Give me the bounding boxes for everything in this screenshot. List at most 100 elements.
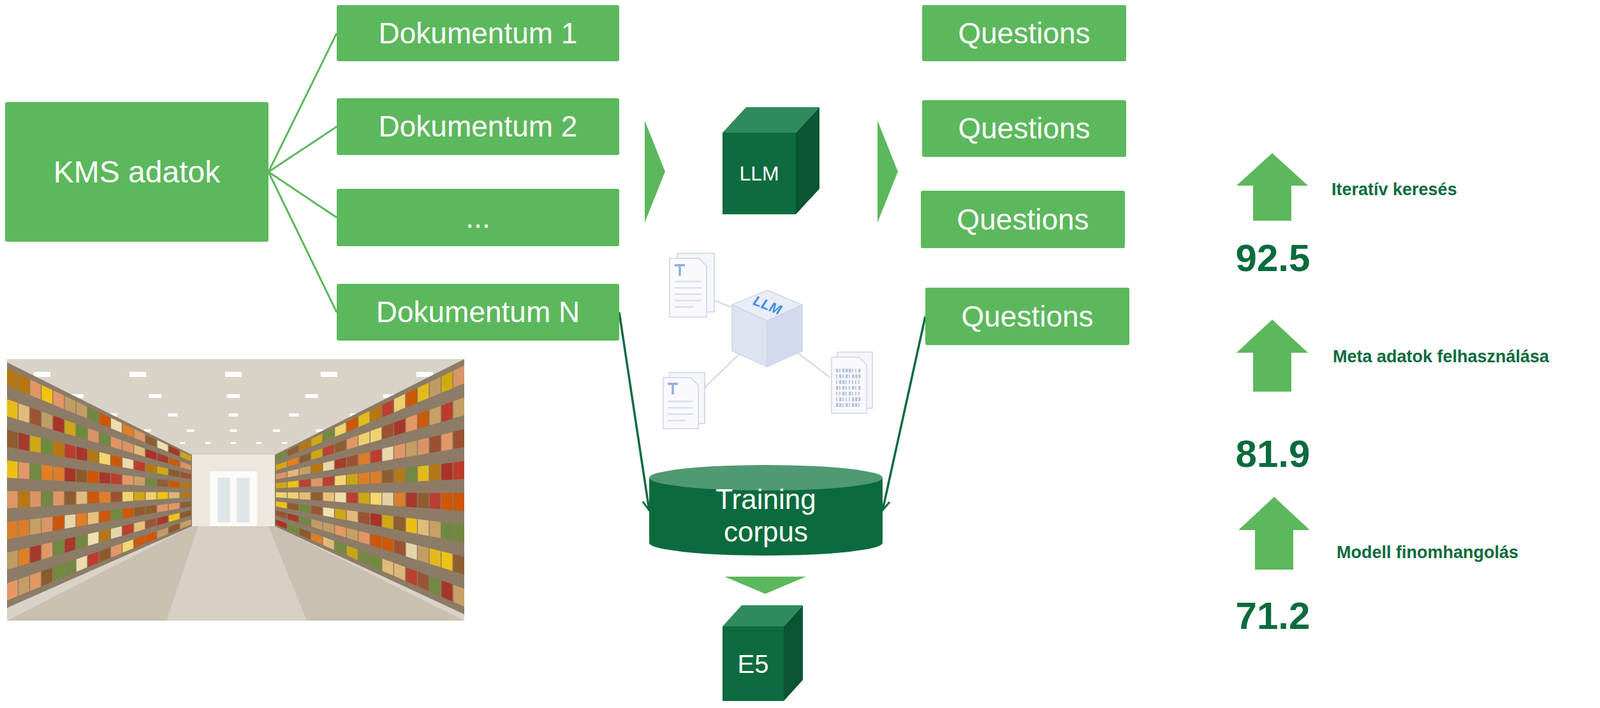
product-shelf bbox=[76, 555, 88, 573]
product-shelf bbox=[287, 502, 299, 511]
product-shelf bbox=[382, 536, 394, 553]
product-shelf bbox=[88, 427, 99, 443]
product-shelf bbox=[382, 469, 394, 483]
product-shelf bbox=[122, 539, 134, 553]
product-shelf bbox=[287, 468, 299, 478]
product-shelf bbox=[29, 435, 41, 454]
product-shelf bbox=[299, 439, 311, 452]
binary-marks bbox=[851, 374, 855, 379]
product-shelf bbox=[276, 492, 287, 499]
product-shelf bbox=[346, 473, 358, 486]
product-shelf bbox=[323, 492, 335, 502]
product-shelf bbox=[394, 418, 405, 436]
product-shelf bbox=[311, 433, 323, 447]
product-shelf bbox=[382, 422, 394, 440]
product-shelf bbox=[88, 551, 99, 567]
up-arrow bbox=[1238, 496, 1310, 570]
binary-marks bbox=[858, 391, 860, 396]
product-shelf bbox=[122, 457, 134, 470]
node-label: Questions bbox=[956, 202, 1089, 237]
product-shelf bbox=[429, 548, 441, 568]
product-shelf bbox=[276, 471, 287, 479]
llm-illustration bbox=[674, 293, 702, 296]
product-shelf bbox=[65, 559, 76, 577]
product-shelf bbox=[299, 492, 311, 500]
cylinder-body bbox=[649, 477, 883, 556]
binary-marks bbox=[842, 374, 844, 379]
product-shelf bbox=[133, 444, 145, 457]
product-shelf bbox=[65, 443, 76, 460]
product-shelf bbox=[370, 427, 382, 443]
llm-illustration bbox=[667, 400, 694, 403]
binary-marks bbox=[845, 380, 847, 384]
product-shelf bbox=[133, 521, 145, 533]
product-shelf bbox=[346, 416, 358, 432]
product-shelf bbox=[429, 376, 441, 398]
product-shelf bbox=[168, 480, 180, 488]
product-shelf bbox=[370, 533, 382, 549]
flow-chevron bbox=[877, 120, 898, 223]
product-shelf bbox=[18, 403, 30, 423]
product-shelf bbox=[18, 373, 30, 395]
product-shelf bbox=[168, 445, 180, 457]
supermarket-photo bbox=[7, 359, 465, 621]
product-shelf bbox=[453, 554, 465, 575]
node-label: KMS adatok bbox=[53, 154, 221, 190]
product-shelf bbox=[88, 531, 99, 546]
product-shelf bbox=[453, 429, 465, 449]
product-shelf bbox=[311, 505, 323, 516]
llm-illustration bbox=[674, 286, 702, 289]
product-shelf bbox=[394, 492, 405, 507]
product-shelf bbox=[65, 513, 76, 529]
product-shelf bbox=[99, 471, 111, 484]
binary-marks bbox=[836, 368, 861, 407]
product-shelf bbox=[334, 422, 346, 437]
cube-shape bbox=[722, 107, 820, 215]
product-shelf bbox=[29, 379, 41, 400]
product-shelf bbox=[358, 471, 370, 485]
product-shelf bbox=[429, 492, 441, 510]
product-shelf bbox=[453, 365, 465, 388]
binary-marks bbox=[858, 368, 861, 373]
binary-marks bbox=[836, 397, 838, 402]
product-shelf bbox=[53, 491, 65, 506]
product-shelf bbox=[110, 473, 122, 485]
product-shelf bbox=[29, 544, 41, 563]
binary-marks bbox=[858, 385, 861, 390]
binary-marks bbox=[836, 368, 839, 373]
product-shelf bbox=[7, 550, 18, 571]
product-shelf bbox=[394, 539, 405, 557]
supermarket-photo bbox=[274, 359, 465, 615]
annotation-label: LLM bbox=[751, 292, 784, 318]
product-shelf bbox=[157, 466, 169, 476]
ceiling-light bbox=[256, 441, 262, 444]
binary-marks bbox=[855, 403, 858, 407]
product-shelf bbox=[122, 440, 134, 454]
binary-marks bbox=[845, 368, 849, 373]
product-shelf bbox=[429, 520, 441, 539]
node-label: Dokumentum 2 bbox=[378, 109, 578, 144]
product-shelf bbox=[441, 462, 453, 481]
binary-marks bbox=[842, 385, 845, 390]
product-shelf bbox=[287, 523, 299, 535]
product-shelf bbox=[88, 449, 99, 464]
connector bbox=[619, 312, 650, 511]
cube-face bbox=[795, 107, 820, 215]
ceiling-light bbox=[230, 429, 238, 432]
ceiling-light bbox=[227, 394, 240, 398]
product-shelf bbox=[122, 474, 134, 485]
node-label: E5 bbox=[737, 649, 770, 679]
binary-marks bbox=[855, 380, 857, 384]
product-shelf bbox=[370, 513, 382, 527]
llm-illustration bbox=[669, 258, 707, 317]
product-shelf bbox=[417, 382, 429, 403]
product-shelf bbox=[133, 429, 145, 443]
binary-marks bbox=[839, 380, 842, 384]
process-box: Dokumentum N bbox=[336, 283, 620, 341]
product-shelf bbox=[29, 517, 41, 536]
product-shelf bbox=[146, 448, 157, 461]
product-shelf bbox=[41, 491, 53, 506]
llm-illustration bbox=[674, 306, 694, 309]
product-shelf bbox=[299, 452, 311, 464]
product-shelf bbox=[65, 419, 76, 437]
